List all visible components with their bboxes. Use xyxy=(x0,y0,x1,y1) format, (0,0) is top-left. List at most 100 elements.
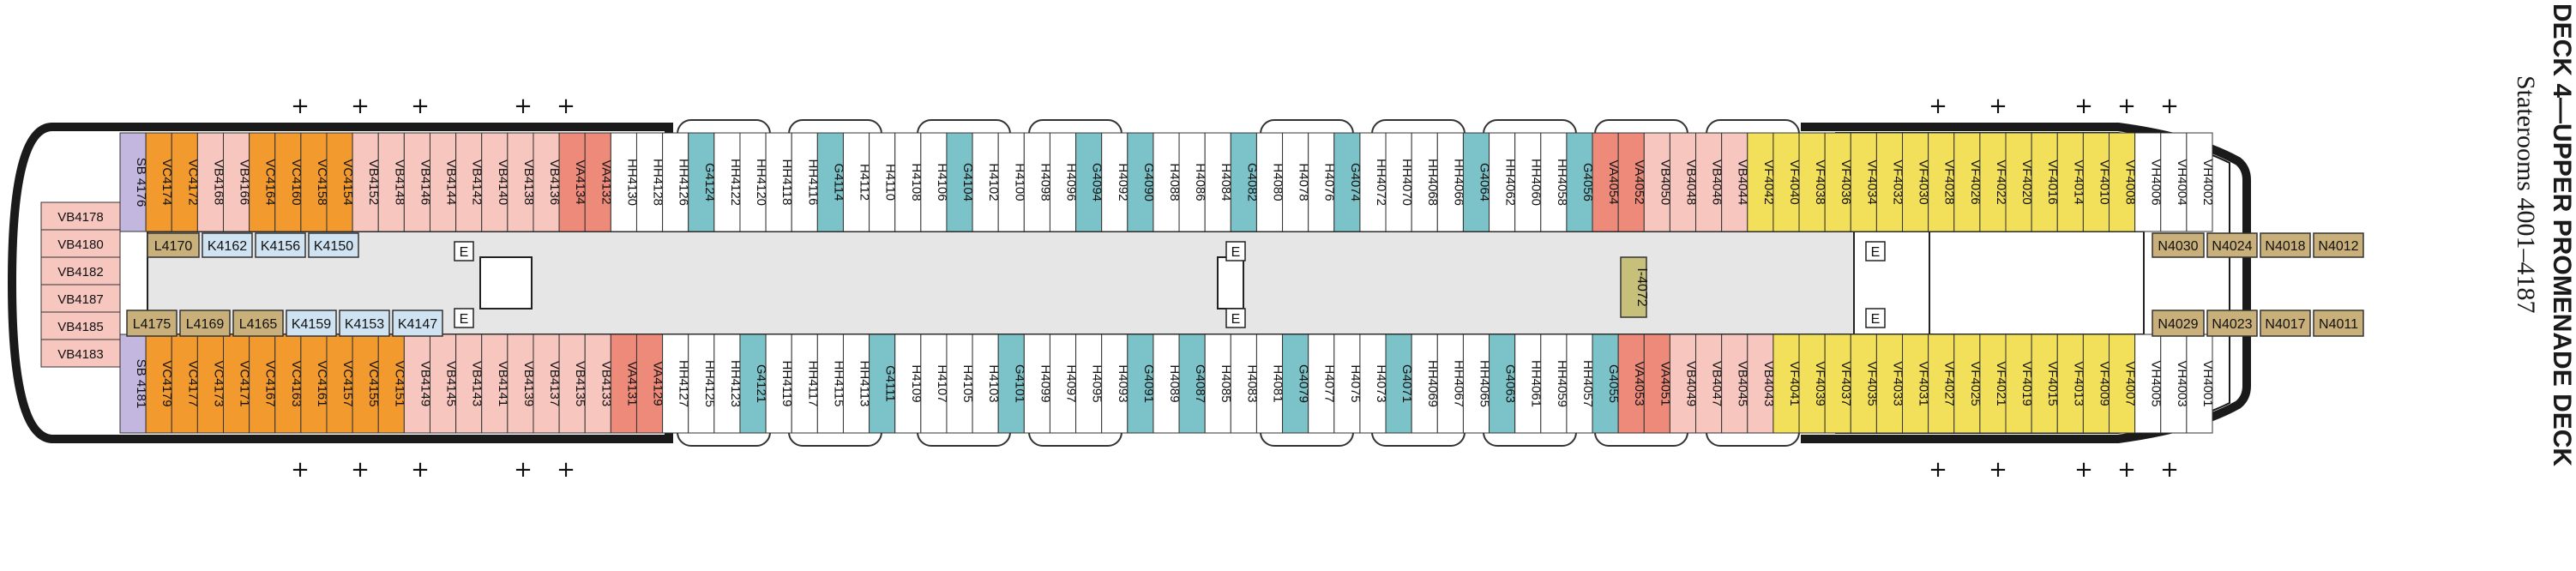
stateroom-h4106[interactable]: H4106 xyxy=(920,132,949,232)
stateroom-h4075[interactable]: H4075 xyxy=(1333,334,1363,434)
stateroom-sb4181[interactable]: SB 4181 xyxy=(119,334,148,434)
stateroom-h4078[interactable]: H4078 xyxy=(1282,132,1311,232)
stateroom-hh4117[interactable]: HH4117 xyxy=(791,334,820,434)
stateroom-vb4166[interactable]: VB4166 xyxy=(222,132,252,232)
stateroom-va4052[interactable]: VA4052 xyxy=(1617,132,1646,232)
stateroom-h4089[interactable]: H4089 xyxy=(1153,334,1182,434)
stateroom-vf4022[interactable]: VF4022 xyxy=(1979,132,2008,232)
stateroom-n4023[interactable]: N4023 xyxy=(2206,310,2258,337)
stateroom-hh4072[interactable]: HH4072 xyxy=(1359,132,1388,232)
stateroom-g4064[interactable]: G4064 xyxy=(1462,132,1491,232)
stateroom-vb4185[interactable]: VB4185 xyxy=(40,311,121,340)
stateroom-vc4173[interactable]: VC4173 xyxy=(196,334,226,434)
stateroom-hh4068[interactable]: HH4068 xyxy=(1411,132,1440,232)
stateroom-n4011[interactable]: N4011 xyxy=(2313,310,2364,337)
stateroom-h4084[interactable]: H4084 xyxy=(1204,132,1233,232)
stateroom-h4107[interactable]: H4107 xyxy=(920,334,949,434)
stateroom-k4162[interactable]: K4162 xyxy=(202,232,253,258)
stateroom-vc4177[interactable]: VC4177 xyxy=(171,334,200,434)
stateroom-h4099[interactable]: H4099 xyxy=(1023,334,1052,434)
stateroom-h4085[interactable]: H4085 xyxy=(1204,334,1233,434)
stateroom-hh4116[interactable]: HH4116 xyxy=(791,132,820,232)
stateroom-vb4152[interactable]: VB4152 xyxy=(352,132,381,232)
stateroom-vc4158[interactable]: VC4158 xyxy=(300,132,329,232)
stateroom-h4112[interactable]: H4112 xyxy=(842,132,872,232)
stateroom-g4094[interactable]: G4094 xyxy=(1075,132,1104,232)
stateroom-vf4009[interactable]: VF4009 xyxy=(2082,334,2111,434)
stateroom-vf4031[interactable]: VF4031 xyxy=(1902,334,1931,434)
stateroom-vf4042[interactable]: VF4042 xyxy=(1747,132,1776,232)
stateroom-k4147[interactable]: K4147 xyxy=(392,310,443,337)
stateroom-vh4006[interactable]: VH4006 xyxy=(2134,132,2164,232)
stateroom-hh4123[interactable]: HH4123 xyxy=(713,334,743,434)
stateroom-g4056[interactable]: G4056 xyxy=(1566,132,1595,232)
stateroom-h4097[interactable]: H4097 xyxy=(1049,334,1079,434)
stateroom-vb4048[interactable]: VB4048 xyxy=(1669,132,1698,232)
stateroom-vb4148[interactable]: VB4148 xyxy=(377,132,406,232)
stateroom-i4072[interactable]: I-4072 xyxy=(1620,256,1649,318)
stateroom-va4053[interactable]: VA4053 xyxy=(1617,334,1646,434)
stateroom-vb4044[interactable]: VB4044 xyxy=(1721,132,1750,232)
stateroom-vb4136[interactable]: VB4136 xyxy=(533,132,562,232)
stateroom-vc4172[interactable]: VC4172 xyxy=(171,132,200,232)
stateroom-hh4059[interactable]: HH4059 xyxy=(1540,334,1569,434)
stateroom-g4079[interactable]: G4079 xyxy=(1282,334,1311,434)
stateroom-sb4176[interactable]: SB 4176 xyxy=(119,132,148,232)
stateroom-h4086[interactable]: H4086 xyxy=(1178,132,1207,232)
stateroom-k4156[interactable]: K4156 xyxy=(255,232,306,258)
stateroom-vb4149[interactable]: VB4149 xyxy=(403,334,432,434)
stateroom-vc4174[interactable]: VC4174 xyxy=(145,132,174,232)
stateroom-vf4021[interactable]: VF4021 xyxy=(1979,334,2008,434)
stateroom-hh4119[interactable]: HH4119 xyxy=(765,334,794,434)
stateroom-g4074[interactable]: G4074 xyxy=(1333,132,1363,232)
stateroom-hh4125[interactable]: HH4125 xyxy=(688,334,717,434)
stateroom-vf4020[interactable]: VF4020 xyxy=(2005,132,2034,232)
stateroom-vf4019[interactable]: VF4019 xyxy=(2005,334,2034,434)
stateroom-vf4025[interactable]: VF4025 xyxy=(1953,334,1983,434)
stateroom-vb4133[interactable]: VB4133 xyxy=(584,334,613,434)
stateroom-vf4036[interactable]: VF4036 xyxy=(1824,132,1853,232)
stateroom-vb4146[interactable]: VB4146 xyxy=(403,132,432,232)
stateroom-g4071[interactable]: G4071 xyxy=(1385,334,1414,434)
stateroom-vb4135[interactable]: VB4135 xyxy=(558,334,587,434)
stateroom-vc4163[interactable]: VC4163 xyxy=(274,334,304,434)
stateroom-h4081[interactable]: H4081 xyxy=(1255,334,1285,434)
stateroom-vc4171[interactable]: VC4171 xyxy=(222,334,252,434)
stateroom-h4095[interactable]: H4095 xyxy=(1075,334,1104,434)
stateroom-hh4061[interactable]: HH4061 xyxy=(1514,334,1544,434)
stateroom-vf4015[interactable]: VF4015 xyxy=(2031,334,2060,434)
stateroom-vc4164[interactable]: VC4164 xyxy=(249,132,278,232)
stateroom-l4165[interactable]: L4165 xyxy=(232,310,284,337)
stateroom-h4102[interactable]: H4102 xyxy=(972,132,1001,232)
stateroom-h4076[interactable]: H4076 xyxy=(1308,132,1337,232)
stateroom-vf4038[interactable]: VF4038 xyxy=(1798,132,1827,232)
stateroom-h4109[interactable]: H4109 xyxy=(894,334,924,434)
stateroom-g4111[interactable]: G4111 xyxy=(869,334,898,434)
stateroom-hh4126[interactable]: HH4126 xyxy=(662,132,691,232)
stateroom-h4098[interactable]: H4098 xyxy=(1023,132,1052,232)
stateroom-vb4043[interactable]: VB4043 xyxy=(1747,334,1776,434)
stateroom-hh4128[interactable]: HH4128 xyxy=(635,132,665,232)
stateroom-vb4141[interactable]: VB4141 xyxy=(481,334,510,434)
stateroom-h4088[interactable]: H4088 xyxy=(1153,132,1182,232)
stateroom-h4105[interactable]: H4105 xyxy=(946,334,975,434)
stateroom-h4096[interactable]: H4096 xyxy=(1049,132,1079,232)
stateroom-va4054[interactable]: VA4054 xyxy=(1592,132,1621,232)
stateroom-va4132[interactable]: VA4132 xyxy=(584,132,613,232)
stateroom-hh4062[interactable]: HH4062 xyxy=(1489,132,1518,232)
stateroom-va4131[interactable]: VA4131 xyxy=(610,334,639,434)
stateroom-hh4120[interactable]: HH4120 xyxy=(739,132,768,232)
stateroom-vf4010[interactable]: VF4010 xyxy=(2082,132,2111,232)
stateroom-k4159[interactable]: K4159 xyxy=(286,310,337,337)
stateroom-vh4004[interactable]: VH4004 xyxy=(2160,132,2189,232)
stateroom-vf4014[interactable]: VF4014 xyxy=(2056,132,2085,232)
stateroom-vc4157[interactable]: VC4157 xyxy=(326,334,355,434)
stateroom-vh4005[interactable]: VH4005 xyxy=(2134,334,2164,434)
stateroom-vh4002[interactable]: VH4002 xyxy=(2186,132,2215,232)
stateroom-l4169[interactable]: L4169 xyxy=(179,310,231,337)
stateroom-vf4037[interactable]: VF4037 xyxy=(1824,334,1853,434)
stateroom-vf4033[interactable]: VF4033 xyxy=(1875,334,1905,434)
stateroom-vb4137[interactable]: VB4137 xyxy=(533,334,562,434)
stateroom-h4083[interactable]: H4083 xyxy=(1230,334,1259,434)
stateroom-g4087[interactable]: G4087 xyxy=(1178,334,1207,434)
